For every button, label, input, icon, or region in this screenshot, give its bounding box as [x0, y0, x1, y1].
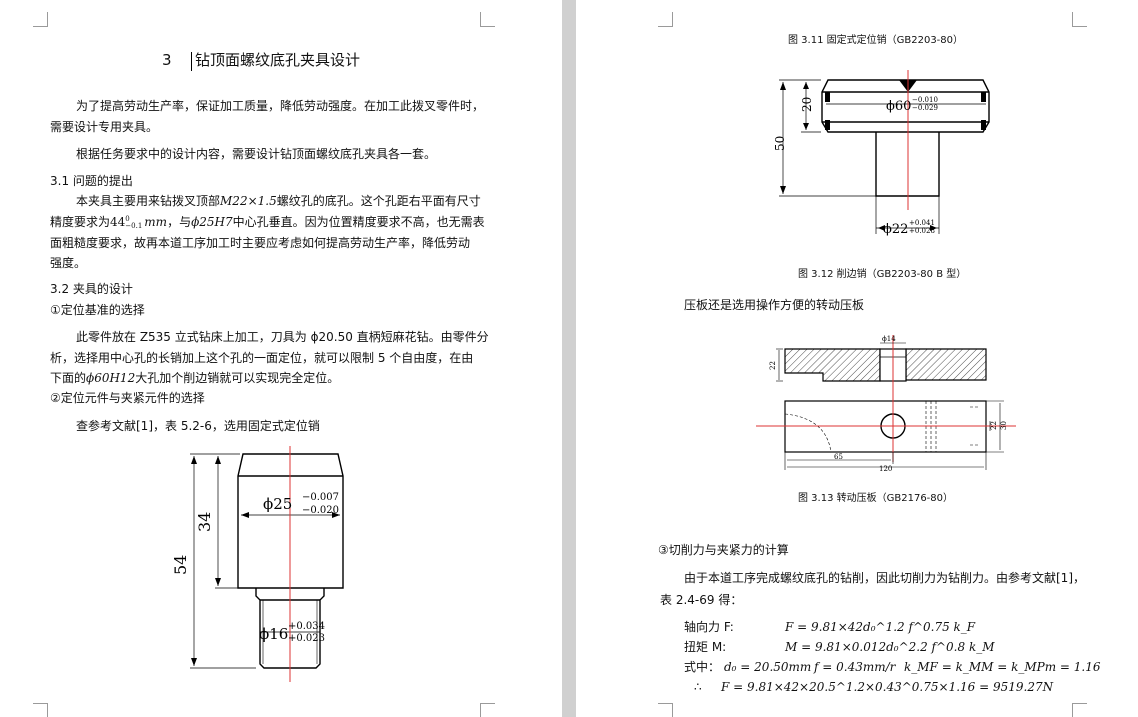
- svg-text:ϕ14: ϕ14: [882, 335, 896, 343]
- figure-caption: 图 3.11 固定式定位销（GB2203-80）: [788, 35, 964, 46]
- svg-text:20: 20: [800, 97, 814, 112]
- svg-text:−0.007: −0.007: [302, 492, 339, 503]
- paragraph-line: 强度。: [50, 256, 87, 270]
- formula-label: 轴向力 F:: [684, 620, 734, 634]
- svg-text:30: 30: [1000, 421, 1008, 430]
- section-heading: 3.1 问题的提出: [50, 174, 133, 188]
- formula-axial-force: F = 9.81×42d₀^1.2 f^0.75 k_F: [785, 620, 976, 634]
- document-page-left: 3 钻顶面螺纹底孔夹具设计 为了提高劳动生产率，保证加工质量，降低劳动强度。在加…: [0, 0, 562, 717]
- svg-text:+0.028: +0.028: [909, 227, 935, 235]
- figure-rotating-plate: ϕ14 22 65 120 30 22: [756, 335, 1016, 473]
- paragraph-line: 压板还是选用操作方便的转动压板: [684, 298, 865, 312]
- svg-text:ϕ22: ϕ22: [883, 222, 908, 237]
- document-page-right: 图 3.11 固定式定位销（GB2203-80）: [576, 0, 1138, 717]
- figure-diamond-pin: 20 50 ϕ60 −0.010 −0.029 ϕ22 +0.041 +0.02…: [773, 70, 990, 237]
- subsection-heading: ③切削力与夹紧力的计算: [658, 543, 789, 557]
- svg-text:+0.034: +0.034: [288, 621, 325, 632]
- svg-text:120: 120: [879, 465, 892, 473]
- figure-fixed-locating-pin: 34 54 ϕ25 −0.007 −0.020 ϕ16 +0.034 +0.02…: [171, 446, 344, 682]
- paragraph-line: 根据任务要求中的设计内容，需要设计钻顶面螺纹底孔夹具各一套。: [76, 147, 437, 161]
- svg-text:+0.041: +0.041: [909, 219, 935, 227]
- figure-caption: 图 3.12 削边销（GB2203-80 B 型）: [798, 269, 967, 280]
- formula-label: 式中：: [684, 660, 721, 674]
- paragraph-line: 此零件放在 Z535 立式钻床上加工，刀具为 ϕ20.50 直柄短麻花钻。由零件…: [76, 330, 489, 344]
- text-cursor: [191, 52, 192, 71]
- dim-d25: ϕ25: [263, 495, 292, 513]
- svg-text:−0.020: −0.020: [302, 505, 339, 516]
- paragraph-line: 面粗糙度要求，故再本道工序加工时主要应考虑如何提高劳动生产率，降低劳动: [50, 236, 471, 250]
- therefore-symbol: ∴: [694, 680, 702, 694]
- svg-text:22: 22: [769, 361, 777, 370]
- svg-text:ϕ60: ϕ60: [886, 99, 911, 114]
- svg-text:−0.029: −0.029: [912, 104, 938, 112]
- chapter-number: 3: [162, 51, 172, 69]
- formula-result: F = 9.81×42×20.5^1.2×0.43^0.75×1.16 = 95…: [721, 680, 1054, 694]
- formula-label: 扭矩 M:: [684, 640, 727, 654]
- svg-text:50: 50: [773, 136, 787, 151]
- dim-d16: ϕ16: [259, 625, 288, 643]
- svg-text:22: 22: [990, 421, 998, 430]
- paragraph-line: 由于本道工序完成螺纹底孔的钻削，因此切削力为钻削力。由参考文献[1]，: [684, 571, 1086, 585]
- formula-torque: M = 9.81×0.012d₀^2.2 f^0.8 k_M: [785, 640, 995, 654]
- paragraph-line: 需要设计专用夹具。: [50, 120, 159, 134]
- dim-54: 54: [171, 555, 190, 575]
- paragraph-line: 表 2.4-69 得：: [660, 593, 743, 607]
- paragraph-line: 本夹具主要用来钻拨叉顶部M22×1.5螺纹孔的底孔。这个孔距右平面有尺寸: [76, 194, 481, 208]
- chapter-title: 钻顶面螺纹底孔夹具设计: [195, 51, 361, 69]
- figure-caption: 图 3.13 转动压板（GB2176-80）: [798, 493, 954, 504]
- paragraph-line: 为了提高劳动生产率，保证加工质量，降低劳动强度。在加工此拨叉零件时，: [76, 99, 485, 113]
- subsection-heading: ②定位元件与夹紧元件的选择: [50, 391, 205, 405]
- paragraph-line: 查参考文献[1]，表 5.2-6，选用固定式定位销: [76, 419, 320, 433]
- paragraph-line: 下面的ϕ60H12大孔加个削边销就可以实现完全定位。: [50, 371, 340, 385]
- svg-text:65: 65: [834, 453, 843, 461]
- dim-34: 34: [195, 512, 214, 532]
- svg-text:+0.023: +0.023: [288, 633, 325, 644]
- section-heading: 3.2 夹具的设计: [50, 282, 133, 296]
- subsection-heading: ①定位基准的选择: [50, 303, 145, 317]
- paragraph-line: 析，选择用中心孔的长销加上这个孔的一面定位，就可以限制 5 个自由度，在由: [50, 351, 474, 365]
- svg-text:−0.010: −0.010: [912, 96, 938, 104]
